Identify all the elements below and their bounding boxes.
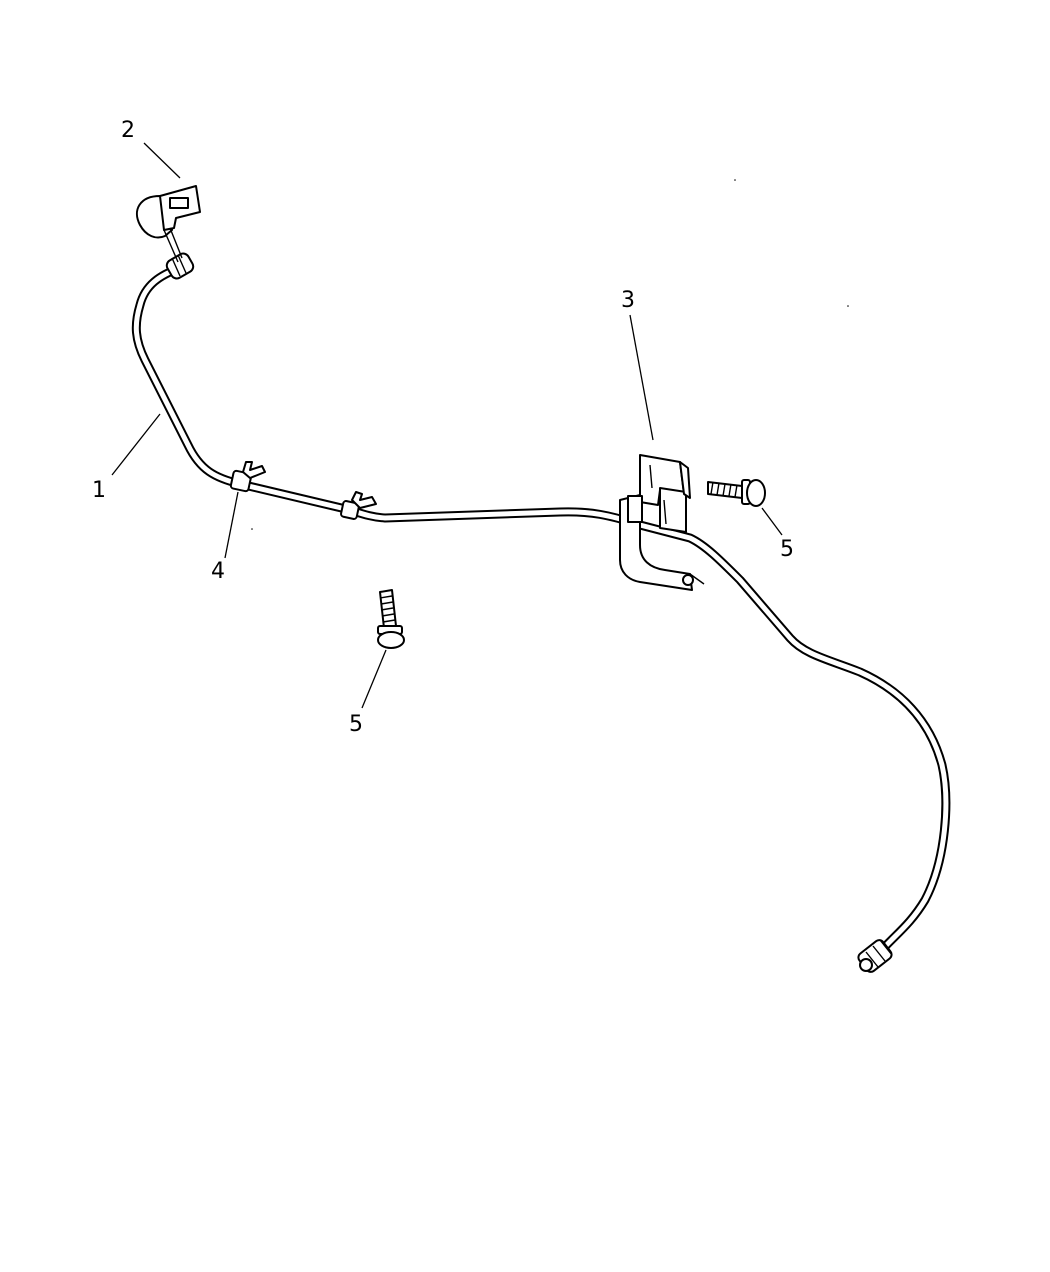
bolt-right — [707, 479, 766, 507]
retainer-clip — [135, 185, 201, 263]
callout-2: 2 — [121, 118, 135, 143]
callout-5-lower: 5 — [349, 712, 363, 737]
speck-3 — [251, 528, 253, 530]
leader-4 — [224, 491, 239, 559]
mounting-bracket — [619, 454, 705, 591]
leader-3 — [629, 314, 654, 441]
callout-4: 4 — [211, 559, 225, 584]
tube-assembly — [131, 252, 951, 973]
callout-3: 3 — [621, 288, 635, 313]
tube-end-fitting-bottom — [857, 939, 893, 973]
leader-2 — [143, 142, 181, 179]
tube-clip-1 — [229, 461, 266, 493]
callout-1: 1 — [92, 478, 106, 503]
speck-2 — [847, 305, 849, 307]
tube-clip-2 — [340, 491, 377, 520]
callout-5-right: 5 — [780, 537, 794, 562]
bolt-lower — [377, 589, 405, 649]
speck-1 — [734, 179, 736, 181]
leader-1 — [111, 413, 161, 476]
tube-end-fitting-top — [165, 252, 195, 280]
leader-5-right — [761, 507, 783, 536]
leader-5-lower — [361, 649, 387, 709]
